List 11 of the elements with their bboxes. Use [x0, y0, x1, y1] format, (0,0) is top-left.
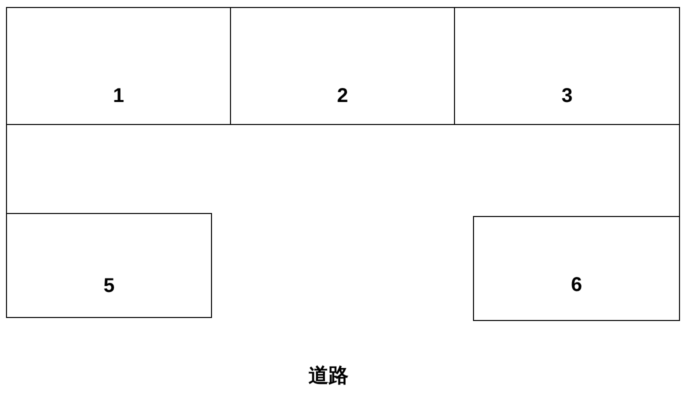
lot-outline — [6, 7, 231, 125]
lot-number: 5 — [103, 275, 115, 297]
lot-number: 2 — [336, 85, 348, 107]
lot-number: 3 — [561, 85, 573, 107]
lot-number: 6 — [570, 274, 582, 296]
lot-outline — [473, 216, 680, 321]
lot-number: 1 — [112, 85, 124, 107]
lot-outline — [454, 7, 680, 125]
lot-outline — [6, 213, 212, 318]
road-label: 道路 — [308, 364, 348, 388]
lot-outline — [230, 7, 455, 125]
